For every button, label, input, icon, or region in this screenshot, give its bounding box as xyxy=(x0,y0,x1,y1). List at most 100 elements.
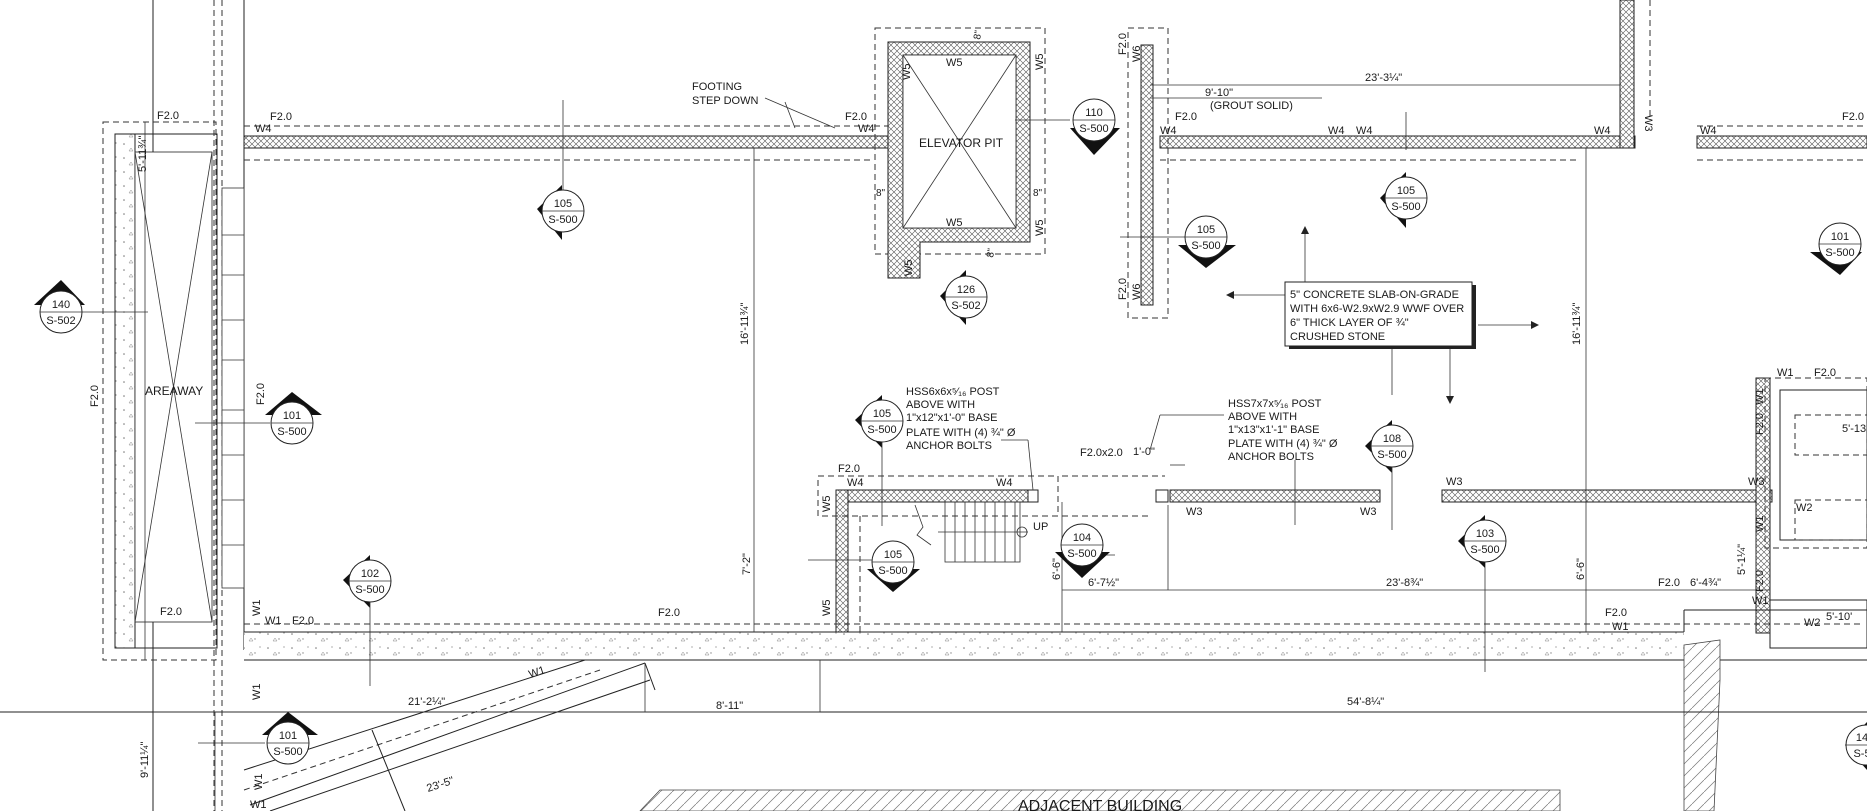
tag-f20: F2.0 xyxy=(1605,607,1627,619)
tag-f20: F2.0 xyxy=(658,607,680,619)
section-callout[interactable]: 105 S-500 xyxy=(1120,215,1236,268)
section-number: 102 xyxy=(361,568,379,580)
section-number: 105 xyxy=(884,549,902,561)
tag-w5: W5 xyxy=(821,600,833,617)
slab-note-line-3: 6" THICK LAYER OF ¾" xyxy=(1290,317,1409,329)
dim-6-6-right: 6'-6" xyxy=(1575,558,1587,580)
section-sheet: S-500 xyxy=(1470,544,1499,556)
tag-f20: F2.0 xyxy=(1117,278,1129,300)
section-number: 105 xyxy=(1397,185,1415,197)
section-number: 140 xyxy=(52,299,70,311)
section-callout[interactable]: 102 S-500 xyxy=(343,555,392,686)
tag-w4: W4 xyxy=(1700,125,1717,137)
grout-dim: 9'-10" xyxy=(1205,87,1233,99)
section-sheet: S-500 xyxy=(1391,201,1420,213)
tag-w4: W4 xyxy=(1594,125,1611,137)
tag-w5: W5 xyxy=(946,217,963,229)
tag-w5: W5 xyxy=(821,496,833,513)
section-callouts: 105 S-500 110 S-500 105 S-500 105 S- xyxy=(34,98,1867,770)
section-callout[interactable]: 126 S-502 xyxy=(940,270,988,325)
areaway-label: AREAWAY xyxy=(145,384,203,398)
section-callout[interactable]: 105 S-500 xyxy=(1380,172,1428,228)
section-number: 101 xyxy=(283,410,301,422)
footing-step-note-2: STEP DOWN xyxy=(692,95,758,107)
tag-f20: F2.0 xyxy=(1842,111,1864,123)
tag-w3: W3 xyxy=(1642,115,1654,132)
tag-w1: W1 xyxy=(1752,595,1769,607)
hss6-note-1: HSS6x6x⁵⁄₁₆ POST xyxy=(906,386,1000,398)
tag-w1: W1 xyxy=(1777,367,1794,379)
section-sheet: S-500 xyxy=(1067,548,1096,560)
dim-23-5: 23'-5" xyxy=(425,775,455,795)
footing-step-note-1: FOOTING xyxy=(692,81,742,93)
slab-note-line-2: WITH 6x6-W2.9xW2.9 WWF OVER xyxy=(1290,303,1464,315)
plan-labels: AREAWAY ELEVATOR PIT ADJACENT BUILDING F… xyxy=(145,81,1338,811)
tag-w5: W5 xyxy=(903,260,915,277)
section-callout[interactable]: 104 S-500 xyxy=(1055,523,1115,578)
tag-w1: W1 xyxy=(253,774,265,791)
section-sheet: S-500 xyxy=(1079,123,1108,135)
tag-w1: W1 xyxy=(527,664,546,681)
section-callout[interactable]: 105 S-500 xyxy=(855,395,904,526)
section-sheet: S-502 xyxy=(46,315,75,327)
stair-up-label: UP xyxy=(1033,521,1048,533)
stair xyxy=(914,501,1028,563)
tag-w1: W1 xyxy=(251,684,263,701)
adjacent-building-label: ADJACENT BUILDING xyxy=(1018,798,1182,811)
dim-5-13: 5'-13 xyxy=(1842,423,1866,435)
section-callout[interactable]: 101 S-500 xyxy=(1810,222,1862,275)
tag-w1: W1 xyxy=(251,600,263,617)
section-callout[interactable]: 110 S-500 xyxy=(1015,98,1120,155)
dim-16-11-left: 16'-11¾" xyxy=(739,302,751,345)
section-sheet: S-500 xyxy=(273,746,302,758)
dim-6-6-stair: 6'-6" xyxy=(1051,558,1063,580)
section-number: 105 xyxy=(1197,224,1215,236)
section-sheet: S-500 xyxy=(1825,247,1854,259)
section-sheet: S-500 xyxy=(878,565,907,577)
tag-w4: W4 xyxy=(1356,125,1373,137)
dim-8-11: 8'-11" xyxy=(716,700,743,712)
dim-54-8: 54'-8¼" xyxy=(1347,696,1384,708)
dim-21-2: 21'-2¼" xyxy=(408,696,445,708)
section-number: 14 xyxy=(1856,732,1867,744)
section-callout[interactable]: 101 S-500 xyxy=(195,392,322,445)
section-callout[interactable]: 108 S-500 xyxy=(1365,420,1414,530)
section-number: 104 xyxy=(1073,532,1091,544)
tag-f20: F2.0 xyxy=(160,606,182,618)
hss6-note-4: PLATE WITH (4) ¾" Ø xyxy=(906,427,1016,439)
dim-8-d: 8" xyxy=(985,247,997,258)
dimension-lines xyxy=(144,84,1770,811)
tag-w1: W1 xyxy=(1754,516,1766,533)
section-callout[interactable]: 140 S-502 xyxy=(34,280,148,334)
section-sheet: S-500 xyxy=(1191,240,1220,252)
tag-f20: F2.0 xyxy=(157,110,179,122)
section-callout[interactable]: 105 S-500 xyxy=(867,540,920,592)
hss6-note-5: ANCHOR BOLTS xyxy=(906,440,992,452)
section-callout[interactable]: 14 S-5 xyxy=(1845,722,1867,770)
tag-f20: F2.0 xyxy=(845,111,867,123)
hss7-note-5: ANCHOR BOLTS xyxy=(1228,451,1314,463)
section-callout[interactable]: 103 S-500 xyxy=(1458,515,1507,568)
section-callout[interactable]: 101 S-500 xyxy=(198,712,318,765)
dim-16-11-right: 16'-11¾" xyxy=(1571,302,1583,345)
tag-w2: W2 xyxy=(1804,617,1821,629)
dim-5-1: 5'-1¼" xyxy=(1736,544,1748,575)
dim-5-10: 5'-10' xyxy=(1826,611,1852,623)
tag-f20: F2.0 xyxy=(270,111,292,123)
tag-f20: F2.0 xyxy=(1754,413,1766,435)
slab-note: 5" CONCRETE SLAB-ON-GRADE WITH 6x6-W2.9x… xyxy=(1284,281,1476,349)
section-callout[interactable]: 105 S-500 xyxy=(537,185,585,240)
dim-8-c: 8" xyxy=(1033,188,1043,199)
dim-6-4: 6'-4¾" xyxy=(1690,577,1721,589)
tag-w5: W5 xyxy=(1034,54,1046,71)
section-number: 103 xyxy=(1476,528,1494,540)
wall-tags: F2.0 F2.0 W4 F2.0 W4 W5 W5 W5 W5 W5 W5 F… xyxy=(89,33,1864,811)
dim-23-8: 23'-8¾" xyxy=(1386,577,1423,589)
section-sheet: S-500 xyxy=(355,584,384,596)
tag-f20: F2.0 xyxy=(1658,577,1680,589)
hss7-note-3: 1"x13"x1'-1" BASE xyxy=(1228,424,1319,436)
slab-note-line-4: CRUSHED STONE xyxy=(1290,331,1385,343)
slab-note-line-1: 5" CONCRETE SLAB-ON-GRADE xyxy=(1290,289,1459,301)
tag-w4: W4 xyxy=(858,123,875,135)
